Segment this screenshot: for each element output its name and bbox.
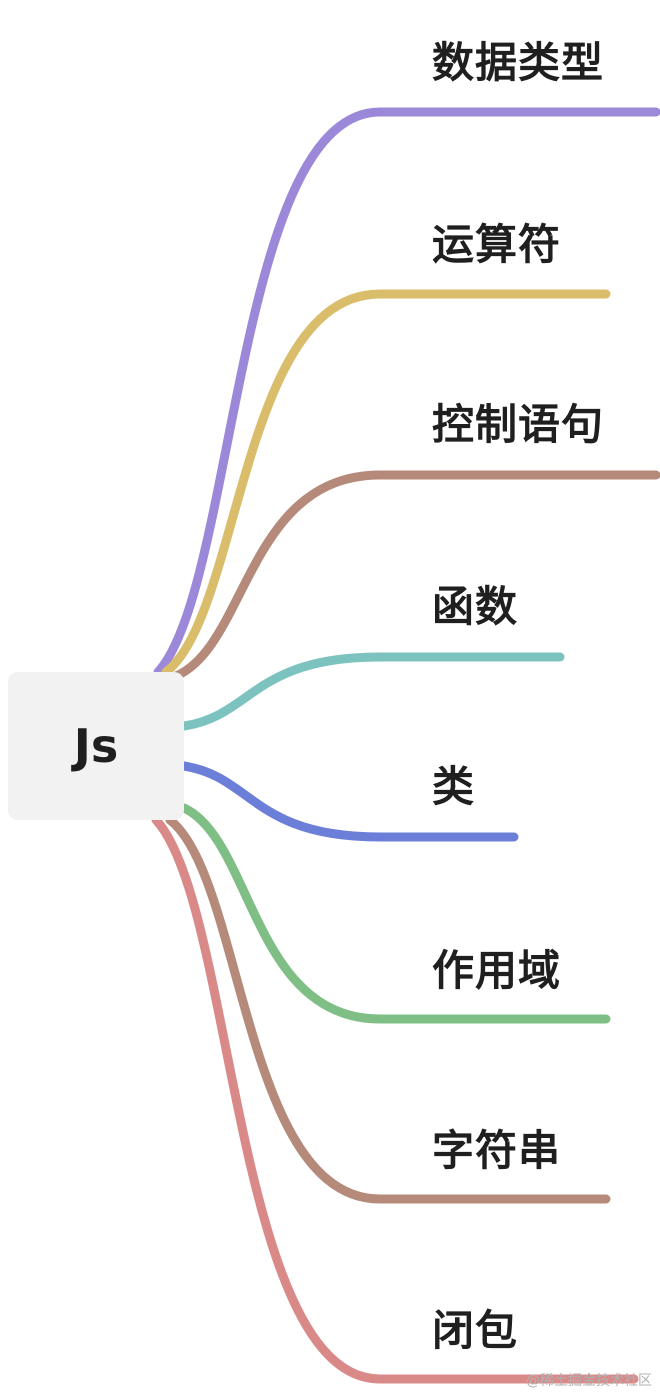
connector-operators: [161, 289, 611, 677]
root-node[interactable]: Js: [8, 672, 184, 820]
branch-label-operators[interactable]: 运算符: [432, 220, 562, 269]
root-node-label: Js: [73, 719, 119, 773]
branch-label-functions[interactable]: 函数: [432, 582, 519, 631]
branch-label-strings[interactable]: 字符串: [432, 1126, 562, 1175]
branch-label-control-statements[interactable]: 控制语句: [432, 400, 605, 449]
connector-functions: [179, 652, 565, 731]
connector-closures: [151, 815, 639, 1384]
branch-label-scope[interactable]: 作用域: [432, 946, 562, 995]
connector-strings: [165, 815, 611, 1204]
branch-label-classes[interactable]: 类: [432, 762, 476, 811]
connector-control-statements: [171, 470, 660, 681]
branch-connectors: [151, 107, 660, 1384]
connector-classes: [179, 761, 519, 842]
branch-label-data-types[interactable]: 数据类型: [432, 38, 605, 87]
branch-label-closures[interactable]: 闭包: [432, 1306, 519, 1355]
connector-scope: [179, 803, 611, 1024]
watermark: @稀土掘金技术社区: [526, 1373, 652, 1389]
connector-data-types: [153, 107, 660, 677]
